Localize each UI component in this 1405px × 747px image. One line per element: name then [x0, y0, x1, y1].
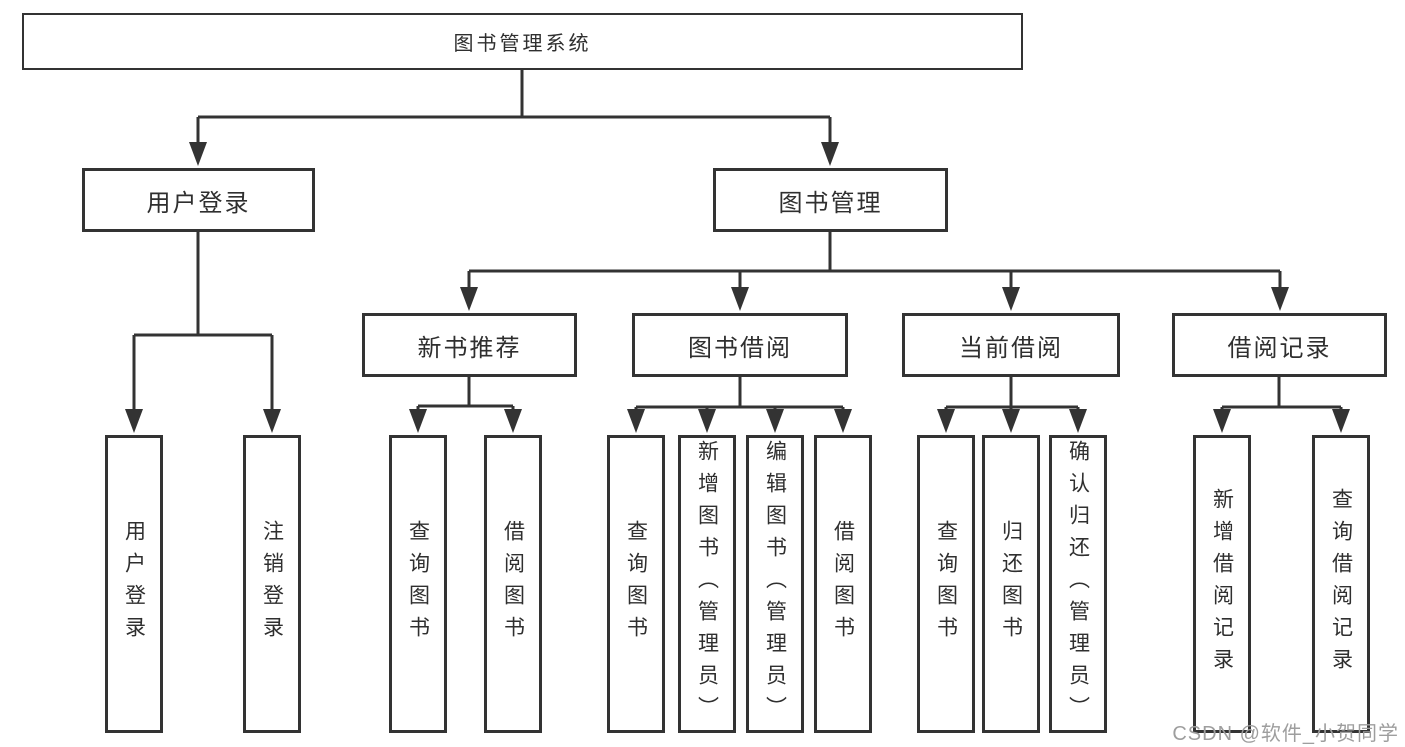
- leaf-user-login: 用户登录: [105, 435, 163, 733]
- node-current-borrowing-label: 当前借阅: [959, 334, 1063, 362]
- connector-book-borrowing-to-leaves: [627, 377, 852, 433]
- node-root-library-management-system: 图书管理系统: [22, 13, 1023, 70]
- node-user-login-label: 用户登录: [146, 189, 251, 217]
- leaf-logout-label: 注销登录: [260, 520, 284, 648]
- node-root-label: 图书管理系统: [453, 33, 592, 55]
- node-book-borrowing: 图书借阅: [632, 313, 848, 377]
- connector-root-to-level2: [189, 70, 839, 166]
- node-borrowing-records: 借阅记录: [1172, 313, 1387, 377]
- node-book-management: 图书管理: [713, 168, 948, 232]
- leaf-return-books-label: 归还图书: [999, 520, 1023, 648]
- leaf-add-borrow-record: 新增借阅记录: [1193, 435, 1251, 733]
- node-new-book-recommendation-label: 新书推荐: [417, 334, 522, 362]
- csdn-watermark: CSDN @软件_小贺同学: [1172, 723, 1399, 745]
- leaf-query-books-current-label: 查询图书: [934, 520, 958, 648]
- leaf-add-borrow-record-label: 新增借阅记录: [1210, 488, 1234, 680]
- leaf-confirm-return-admin-label: 确认归还（管理员）: [1066, 440, 1090, 728]
- node-book-management-label: 图书管理: [778, 189, 883, 217]
- leaf-edit-books-admin: 编辑图书（管理员）: [746, 435, 804, 733]
- leaf-borrow-books-borrowing: 借阅图书: [814, 435, 872, 733]
- leaf-return-books: 归还图书: [982, 435, 1040, 733]
- connector-new-book-to-leaves: [409, 377, 522, 433]
- node-book-borrowing-label: 图书借阅: [688, 334, 792, 362]
- leaf-borrow-books-recommend: 借阅图书: [484, 435, 542, 733]
- leaf-query-books-borrowing: 查询图书: [607, 435, 665, 733]
- connector-user-login-to-leaves: [125, 232, 281, 433]
- node-current-borrowing: 当前借阅: [902, 313, 1120, 377]
- leaf-add-books-admin-label: 新增图书（管理员）: [695, 440, 719, 728]
- leaf-add-books-admin: 新增图书（管理员）: [678, 435, 736, 733]
- leaf-borrow-books-recommend-label: 借阅图书: [501, 520, 525, 648]
- leaf-query-borrow-record-label: 查询借阅记录: [1329, 488, 1353, 680]
- leaf-query-borrow-record: 查询借阅记录: [1312, 435, 1370, 733]
- leaf-logout: 注销登录: [243, 435, 301, 733]
- leaf-query-books-recommend-label: 查询图书: [406, 520, 430, 648]
- leaf-query-books-recommend: 查询图书: [389, 435, 447, 733]
- connector-book-management-to-level3: [460, 232, 1289, 311]
- leaf-query-books-current: 查询图书: [917, 435, 975, 733]
- connector-current-borrowing-to-leaves: [937, 377, 1087, 433]
- leaf-borrow-books-borrowing-label: 借阅图书: [831, 520, 855, 648]
- node-borrowing-records-label: 借阅记录: [1227, 334, 1332, 362]
- node-new-book-recommendation: 新书推荐: [362, 313, 577, 377]
- leaf-edit-books-admin-label: 编辑图书（管理员）: [763, 440, 787, 728]
- leaf-user-login-label: 用户登录: [122, 520, 146, 648]
- node-user-login: 用户登录: [82, 168, 315, 232]
- leaf-confirm-return-admin: 确认归还（管理员）: [1049, 435, 1107, 733]
- connector-borrowing-records-to-leaves: [1213, 377, 1350, 433]
- leaf-query-books-borrowing-label: 查询图书: [624, 520, 648, 648]
